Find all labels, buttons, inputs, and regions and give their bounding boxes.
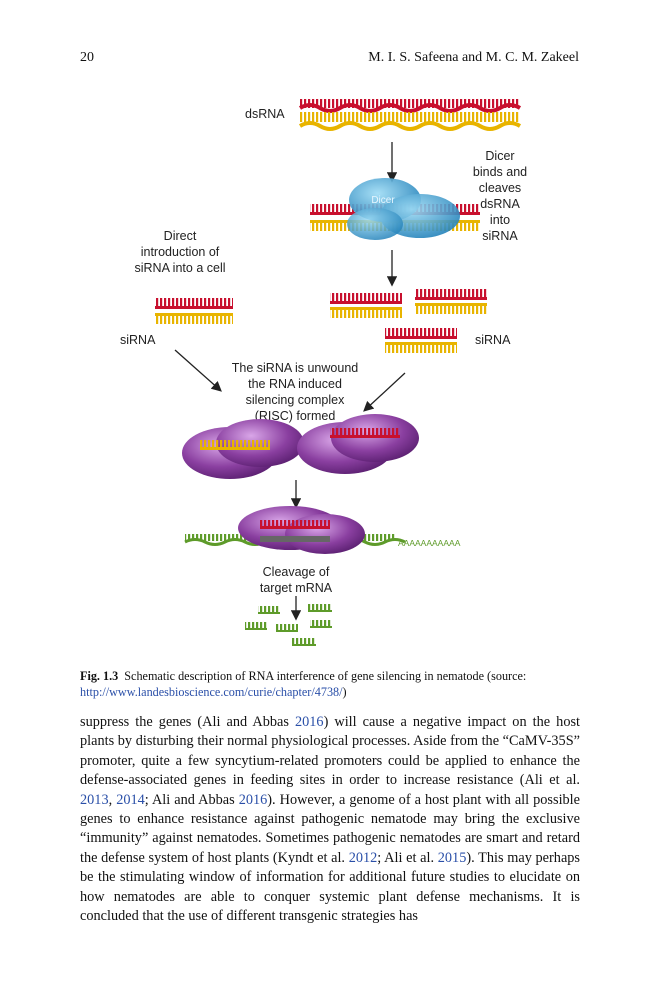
figure-label: Fig. 1.3 xyxy=(80,669,119,683)
direct-intro-label: Direct introduction of siRNA into a cell xyxy=(134,229,225,275)
sirna-left-label: siRNA xyxy=(120,333,156,347)
figure-caption: Fig. 1.3 Schematic description of RNA int… xyxy=(80,669,527,699)
running-head: M. I. S. Safeena and M. C. M. Zakeel xyxy=(368,50,579,65)
body-text-segment: ). However, a genome of a host plant wit… xyxy=(80,791,581,866)
svg-text:Direct: Direct xyxy=(164,229,197,243)
arrow-right-diag xyxy=(363,372,406,412)
sirna-fragments xyxy=(330,289,487,353)
body-text-segment: , xyxy=(108,791,117,808)
page-number: 20 xyxy=(80,50,94,65)
svg-text:Cleavage of: Cleavage of xyxy=(263,565,330,579)
citation-link[interactable]: 2014 xyxy=(116,791,145,808)
body-text-segment: ; Ali and Abbas xyxy=(144,791,239,808)
citation-link[interactable]: 2012 xyxy=(348,849,378,866)
body-paragraph: suppress the genes (Ali and Abbas 2016) … xyxy=(80,713,580,926)
rnai-figure: dsRNA Dicer binds and cleaves dsRNA into… xyxy=(80,88,580,650)
cleaved-mrna-fragments xyxy=(245,604,332,646)
body-text-segment: ). This may perhaps be the stimulating w… xyxy=(80,849,580,925)
risc-complex-right xyxy=(297,414,419,474)
cleavage-label: Cleavage of target mRNA xyxy=(260,565,333,595)
svg-text:The siRNA is unwound: The siRNA is unwound xyxy=(232,361,359,375)
dsrna-strand xyxy=(298,99,522,131)
sirna-right-label: siRNA xyxy=(475,333,511,347)
body-text-segment: ; Ali et al. xyxy=(377,849,438,866)
caption-text: Schematic description of RNA interferenc… xyxy=(124,669,527,683)
svg-text:dsRNA: dsRNA xyxy=(480,197,520,211)
citation-link[interactable]: 2016 xyxy=(294,714,324,730)
body-text-segment: ) will cause a negative impact on the ho… xyxy=(80,714,580,789)
dicer-complex: Dicer xyxy=(310,178,480,240)
svg-text:siRNA into a cell: siRNA into a cell xyxy=(134,261,225,275)
source-link[interactable]: http://www.landesbioscience.com/curie/ch… xyxy=(80,685,343,699)
svg-text:binds and: binds and xyxy=(473,165,527,179)
svg-text:into: into xyxy=(490,213,510,227)
sirna-left-fragment xyxy=(155,298,233,324)
svg-text:Dicer: Dicer xyxy=(485,149,514,163)
dicer-enzyme-label: Dicer xyxy=(371,195,395,206)
svg-text:siRNA: siRNA xyxy=(482,229,518,243)
citation-link[interactable]: 2013 xyxy=(80,791,109,808)
svg-text:target mRNA: target mRNA xyxy=(260,581,333,595)
rnai-diagram: dsRNA Dicer binds and cleaves dsRNA into… xyxy=(120,99,527,646)
arrow-left-diag xyxy=(174,349,222,392)
dicer-step-label: Dicer binds and cleaves dsRNA into siRNA xyxy=(473,149,527,243)
svg-text:introduction of: introduction of xyxy=(141,245,220,259)
svg-text:cleaves: cleaves xyxy=(479,181,521,195)
citation-link[interactable]: 2016 xyxy=(238,791,268,808)
svg-text:(RISC) formed: (RISC) formed xyxy=(255,409,336,423)
svg-text:silencing complex: silencing complex xyxy=(246,393,345,407)
target-mrna: AAAAAAAAAAA xyxy=(184,506,461,554)
risc-step-label: The siRNA is unwound the RNA induced sil… xyxy=(232,361,359,423)
citation-link[interactable]: 2015 xyxy=(437,849,467,866)
risc-complex-left xyxy=(182,419,304,479)
svg-text:the RNA induced: the RNA induced xyxy=(248,377,342,391)
poly-a-tail: AAAAAAAAAAA xyxy=(398,538,461,548)
body-text-segment: suppress the genes (Ali and Abbas xyxy=(80,714,295,730)
dsrna-label: dsRNA xyxy=(245,107,285,121)
